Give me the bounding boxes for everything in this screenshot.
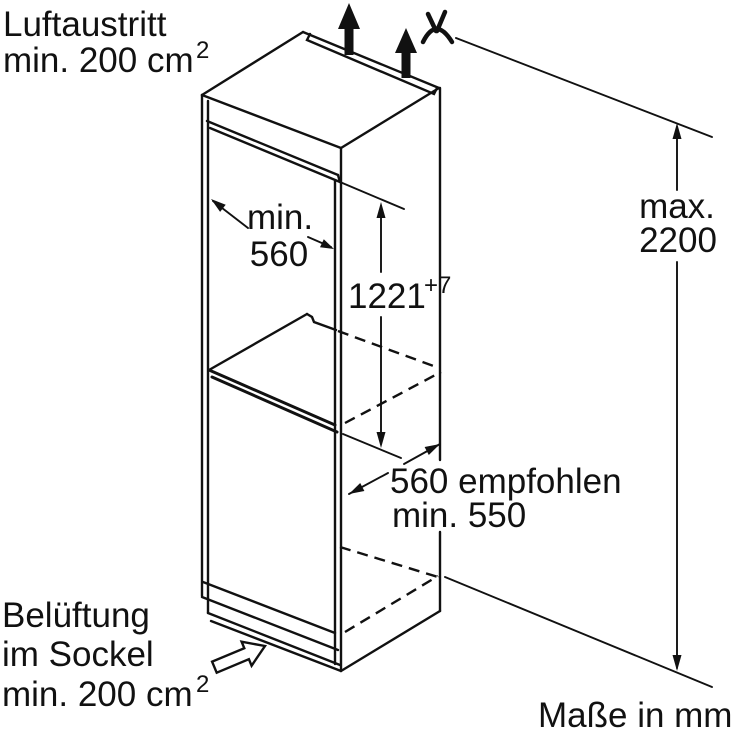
niche-floor-divider	[207, 312, 442, 434]
cabinet-outline	[200, 30, 442, 673]
arrowhead	[672, 655, 682, 671]
airflow-up-arrow-icon	[338, 3, 360, 55]
extension-line-bottom	[342, 433, 402, 459]
plinth-board-top-edge	[206, 611, 342, 667]
niche-floor-back-hidden	[337, 329, 440, 370]
niche-floor-right-hidden	[344, 370, 442, 425]
diagram-labels: Luftaustritt min. 200 cm 2 min. 560 1221…	[2, 5, 732, 735]
niche-floor-left-edge	[207, 312, 309, 372]
extension-line-top	[455, 37, 713, 138]
units-note: Maße in mm	[538, 696, 732, 735]
air-outlet-label-line1: Luftaustritt	[3, 5, 167, 44]
bottom-hidden-edge-1	[339, 545, 439, 579]
top-back-edge	[301, 30, 441, 90]
niche-top-rail-upper	[205, 119, 340, 177]
dimension-niche-width	[211, 199, 334, 249]
right-face-bottom-edge	[339, 609, 442, 673]
niche-floor-back-edge	[305, 312, 338, 332]
air-outlet-label-sup: 2	[196, 37, 209, 64]
niche-top-rail-lower	[208, 126, 342, 184]
plinth-inflow-arrow-icon	[210, 640, 268, 675]
air-swirl-icon	[420, 9, 455, 45]
max-height-label-line1: max.	[639, 187, 715, 226]
top-vent-recess	[305, 32, 439, 96]
air-outlet-label-line2: min. 200 cm	[3, 41, 194, 80]
extension-line-top	[339, 181, 405, 210]
airflow-up-arrow-icon	[395, 28, 417, 78]
arrowhead	[376, 202, 386, 218]
arrowhead	[211, 199, 226, 212]
dimension-niche-height	[339, 181, 405, 459]
floor-reference-line	[444, 576, 713, 688]
plinth-vent-label-sup: 2	[196, 671, 209, 698]
niche-width-label-line1: min.	[247, 198, 313, 237]
arrowhead	[424, 444, 440, 455]
plinth-board-bottom-edge	[209, 619, 343, 673]
top-left-edge	[200, 30, 305, 97]
arrowhead	[376, 432, 386, 448]
depth-label-line2: min. 550	[392, 496, 526, 535]
divider-front-lower	[210, 375, 339, 434]
arrowhead	[672, 123, 682, 139]
plinth-vent-label-line1: Belüftung	[2, 596, 150, 635]
divider-front-upper	[207, 368, 337, 427]
bottom-hidden-edge-2	[344, 574, 439, 634]
niche-top-rail-end	[336, 173, 342, 184]
door-bottom-edge	[201, 580, 337, 635]
top-front-edge	[200, 93, 343, 150]
plinth-vent-label-line2: im Sockel	[2, 635, 154, 674]
dimension-depth	[348, 443, 441, 495]
niche-width-label-line2: 560	[250, 235, 308, 274]
dimension-max-height	[444, 37, 713, 688]
plinth-slot-top-edge	[200, 595, 340, 652]
niche-height-tolerance: +7	[424, 272, 451, 299]
max-height-label-line2: 2200	[639, 221, 717, 260]
airflow-symbols	[210, 3, 455, 675]
niche-height-label: 1221	[348, 277, 426, 316]
right-face-top-edge	[339, 86, 441, 150]
plinth-vent-label-line3: min. 200 cm	[2, 675, 193, 714]
depth-label-line1: 560 empfohlen	[390, 462, 622, 501]
arrowhead	[320, 239, 334, 249]
door-and-plinth	[200, 545, 439, 673]
arrowhead	[349, 483, 365, 494]
